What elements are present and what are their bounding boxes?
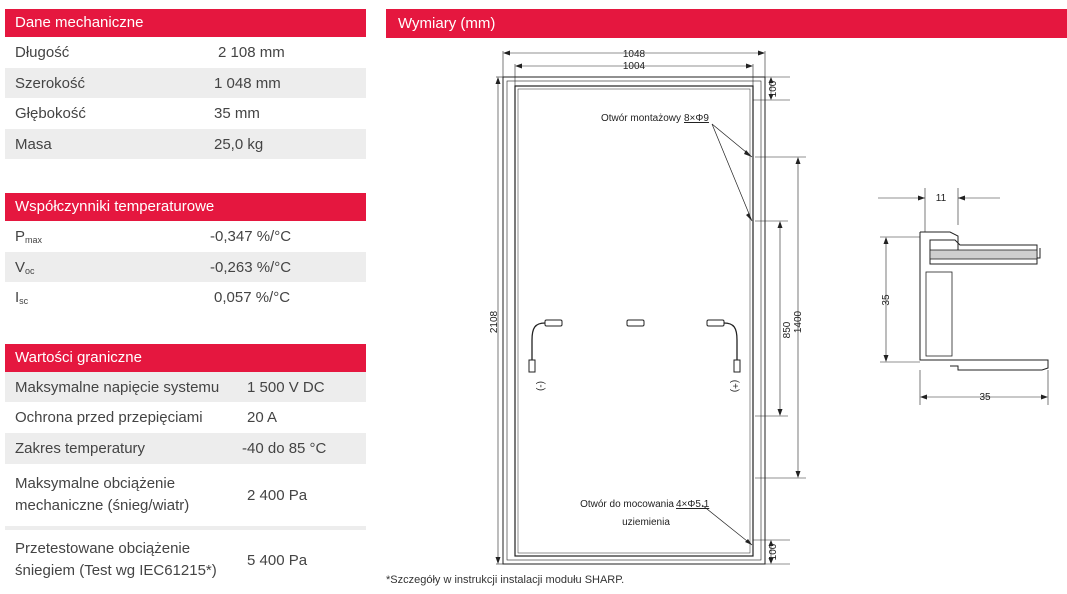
row-label: Szerokość <box>15 74 86 92</box>
mount-hole-label: Otwór montażowy <box>601 113 681 124</box>
row-label: Przetestowane obciążenie śniegiem (Test … <box>15 540 217 579</box>
dimensions-title: Wymiary (mm) <box>386 9 1067 38</box>
table-row: Masa 25,0 kg <box>5 129 366 159</box>
table-row: Zakres temperatury -40 do 85 °C <box>5 433 366 464</box>
panel-outer-frame <box>502 76 766 565</box>
row-value: -40 do 85 °C <box>242 440 327 457</box>
row-label: Maksymalne obciążenie mechaniczne (śnieg… <box>15 475 190 514</box>
mechanical-section: Dane mechaniczne Długość 2 108 mm Szerok… <box>5 9 366 159</box>
row-value: 20 A <box>247 409 278 426</box>
row-value: 2 400 Pa <box>247 486 308 504</box>
row-value: -0,263 %/°C <box>210 258 292 276</box>
table-row: Ochrona przed przepięciami 20 A <box>5 402 366 433</box>
row-value: -0,347 %/°C <box>210 228 292 245</box>
profile-dim-top: 11 <box>936 193 947 204</box>
row-value: 0,057 %/°C <box>214 289 291 306</box>
row-label: Isc <box>15 289 29 306</box>
dim-850: 850 <box>782 321 793 338</box>
row-label: Voc <box>15 258 35 276</box>
row-label: Długość <box>15 44 70 61</box>
ground-hole-label: Otwór do mocowania <box>580 499 674 510</box>
dim-offset-top: 100 <box>768 80 779 97</box>
dim-offset-bottom: 100 <box>768 543 779 560</box>
table-row: Przetestowane obciążenie śniegiem (Test … <box>5 530 366 590</box>
negative-terminal: (-) <box>535 381 546 391</box>
table-row: Voc -0,263 %/°C <box>5 252 366 282</box>
table-row: Długość 2 108 mm <box>5 37 366 68</box>
table-row: Szerokość 1 048 mm <box>5 68 366 98</box>
positive-terminal: (+) <box>729 380 740 393</box>
dim-1400: 1400 <box>793 310 804 333</box>
mount-hole-spec: 8×Φ9 <box>684 113 709 124</box>
row-value: 1 048 mm <box>214 74 281 92</box>
table-row: Isc 0,057 %/°C <box>5 282 366 313</box>
row-value: 25,0 kg <box>214 135 264 153</box>
divider <box>5 526 366 530</box>
ground-hole-label-2: uziemienia <box>622 517 670 528</box>
table-row: Głębokość 35 mm <box>5 98 366 129</box>
row-value: 5 400 Pa <box>247 551 308 569</box>
footnote: *Szczegóły w instrukcji instalacji moduł… <box>386 574 625 586</box>
row-value: 1 500 V DC <box>247 378 325 396</box>
table-row: Maksymalne obciążenie mechaniczne (śnieg… <box>5 464 366 526</box>
row-label: Ochrona przed przepięciami <box>15 409 203 426</box>
dim-height: 2108 <box>489 310 500 333</box>
row-value: 35 mm <box>214 105 260 122</box>
profile-dim-height: 35 <box>881 294 892 306</box>
dim-width-outer: 1048 <box>623 49 646 60</box>
temperature-section: Współczynniki temperaturowe Pmax -0,347 … <box>5 193 366 313</box>
row-label: Maksymalne napięcie systemu <box>15 378 220 396</box>
profile-dim-bottom: 35 <box>979 392 991 403</box>
limits-title: Wartości graniczne <box>5 344 366 372</box>
row-value: 2 108 mm <box>218 44 285 61</box>
limits-section: Wartości graniczne Maksymalne napięcie s… <box>5 344 366 590</box>
table-row: Pmax -0,347 %/°C <box>5 221 366 252</box>
mechanical-title: Dane mechaniczne <box>5 9 366 37</box>
dim-width-inner: 1004 <box>623 61 646 72</box>
ground-hole-spec: 4×Φ5.1 <box>676 499 710 510</box>
table-row: Maksymalne napięcie systemu 1 500 V DC <box>5 372 366 402</box>
row-label: Masa <box>15 135 52 153</box>
row-label: Pmax <box>15 228 43 245</box>
temperature-title: Współczynniki temperaturowe <box>5 193 366 221</box>
row-label: Zakres temperatury <box>15 440 146 457</box>
row-label: Głębokość <box>15 105 86 122</box>
